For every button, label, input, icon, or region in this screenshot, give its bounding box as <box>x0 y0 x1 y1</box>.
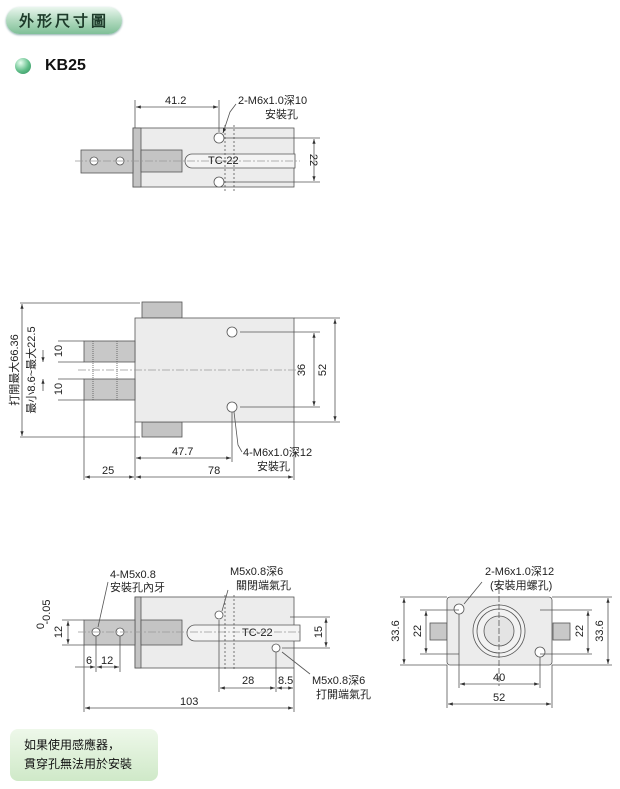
end-view <box>400 580 612 708</box>
dim-22: 22 <box>307 154 319 166</box>
dim-52: 52 <box>317 364 329 376</box>
open-port-sub: 打開端氣孔 <box>316 687 371 701</box>
dim-41-2: 41.2 <box>165 95 186 107</box>
model-name: KB25 <box>45 57 86 74</box>
top-view <box>75 100 320 192</box>
dim-28: 28 <box>242 675 254 687</box>
open-port-label: M5x0.8深6 <box>312 674 365 687</box>
end-view-labels: 2-M6x1.0深12 (安裝用螺孔) 33.6 22 22 33.6 40 5… <box>390 565 606 704</box>
hole-sub: 安裝孔 <box>265 107 298 121</box>
dim-78: 78 <box>208 465 220 477</box>
top-view-labels: 41.2 2-M6x1.0深10 安裝孔 22 TC-22 <box>165 94 319 167</box>
tol-upper: 0 <box>35 623 47 629</box>
dim-36: 36 <box>296 364 308 376</box>
close-port-label: M5x0.8深6 <box>230 565 283 578</box>
tag: TC-22 <box>242 627 273 639</box>
dim-12: 12 <box>53 626 65 638</box>
rod-hole-label: 4-M5x0.8 <box>110 569 156 581</box>
dim-47-7: 47.7 <box>172 446 193 458</box>
section-title: 外形尺寸圖 <box>18 12 109 30</box>
dim-103: 103 <box>180 696 198 708</box>
bullet-icon <box>15 58 31 74</box>
section-title-badge: 外形尺寸圖 <box>6 7 122 34</box>
hole-label: 4-M6x1.0深12 <box>243 446 312 459</box>
front-view <box>20 301 340 480</box>
dim-52: 52 <box>493 692 505 704</box>
dim-33-6-left: 33.6 <box>390 620 402 641</box>
hole-sub: (安裝用螺孔) <box>490 578 552 592</box>
hole-sub: 安裝孔 <box>257 459 290 473</box>
hole-label: 2-M6x1.0深10 <box>238 94 307 107</box>
dim-22-left: 22 <box>412 625 424 637</box>
dim-12b: 12 <box>101 655 113 667</box>
side-view-labels: 4-M5x0.8 安裝孔內牙 M5x0.8深6 關閉端氣孔 M5x0.8深6 打… <box>35 565 371 708</box>
close-port-sub: 關閉端氣孔 <box>236 578 291 592</box>
front-view-labels: 打開最大66.36 最小8.6~最大22.5 10 10 36 52 47.7 … <box>7 326 329 477</box>
dim-33-6-right: 33.6 <box>594 620 606 641</box>
dim-10-b: 10 <box>53 383 65 395</box>
dim-6: 6 <box>86 655 92 667</box>
note-line-2: 貫穿孔無法用於安裝 <box>24 757 133 771</box>
sensor-note: 如果使用感應器， 貫穿孔無法用於安裝 <box>10 729 158 781</box>
dim-22-right: 22 <box>574 625 586 637</box>
dim-40: 40 <box>493 672 505 684</box>
note-line-1: 如果使用感應器， <box>24 738 121 752</box>
dim-15: 15 <box>313 626 325 638</box>
dim-10-a: 10 <box>53 345 65 357</box>
stroke-range: 最小8.6~最大22.5 <box>24 326 38 413</box>
tol-lower: -0.05 <box>41 599 53 624</box>
dim-8-5: 8.5 <box>278 675 293 687</box>
dim-25: 25 <box>102 465 114 477</box>
open-max: 打開最大66.36 <box>7 334 21 406</box>
tag: TC-22 <box>208 155 239 167</box>
side-view <box>62 581 330 712</box>
hole-label: 2-M6x1.0深12 <box>485 565 554 578</box>
rod-hole-sub: 安裝孔內牙 <box>110 580 165 594</box>
